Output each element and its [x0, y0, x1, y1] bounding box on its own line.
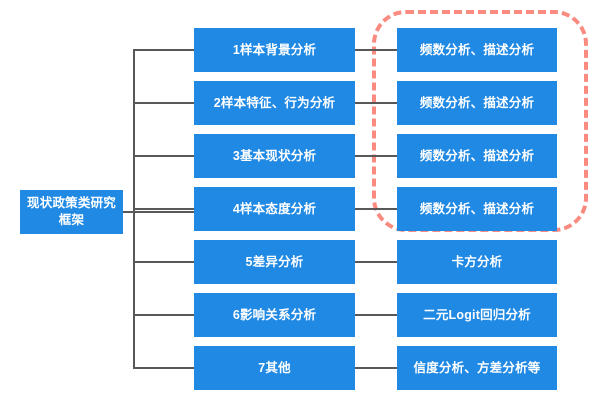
- branch-connector-6: [133, 314, 195, 316]
- method-node-2-label: 频数分析、描述分析: [419, 95, 535, 110]
- root-node[interactable]: 现状政策类研究框架: [20, 190, 123, 234]
- method-node-6[interactable]: 二元Logit回归分析: [397, 293, 557, 337]
- topic-node-2[interactable]: 2样本特征、行为分析: [194, 81, 355, 125]
- method-node-4[interactable]: 频数分析、描述分析: [397, 187, 557, 231]
- method-node-5[interactable]: 卡方分析: [397, 240, 557, 284]
- branch-connector-4: [133, 208, 195, 210]
- branch-connector-1: [133, 49, 195, 51]
- root-node-label: 现状政策类研究框架: [27, 196, 116, 227]
- branch-connector-7: [133, 367, 195, 369]
- branch-connector-3: [133, 155, 195, 157]
- method-connector-1: [355, 49, 398, 51]
- topic-node-4[interactable]: 4样本态度分析: [194, 187, 355, 231]
- method-node-3[interactable]: 频数分析、描述分析: [397, 134, 557, 178]
- method-node-1-label: 频数分析、描述分析: [419, 42, 535, 57]
- method-node-5-label: 卡方分析: [451, 254, 503, 269]
- topic-node-5-label: 5差异分析: [245, 254, 304, 269]
- topic-node-3-label: 3基本现状分析: [232, 148, 317, 163]
- topic-node-7[interactable]: 7其他: [194, 346, 355, 390]
- topic-node-4-label: 4样本态度分析: [232, 201, 317, 216]
- topic-node-5[interactable]: 5差异分析: [194, 240, 355, 284]
- method-node-2[interactable]: 频数分析、描述分析: [397, 81, 557, 125]
- method-node-7[interactable]: 信度分析、方差分析等: [397, 346, 557, 390]
- topic-node-1[interactable]: 1样本背景分析: [194, 28, 355, 72]
- method-node-1[interactable]: 频数分析、描述分析: [397, 28, 557, 72]
- topic-node-1-label: 1样本背景分析: [232, 42, 317, 57]
- method-connector-5: [355, 261, 398, 263]
- method-connector-4: [355, 208, 398, 210]
- method-node-3-label: 频数分析、描述分析: [419, 148, 535, 163]
- root-connector: [123, 211, 195, 213]
- topic-node-3[interactable]: 3基本现状分析: [194, 134, 355, 178]
- method-connector-6: [355, 314, 398, 316]
- method-connector-7: [355, 367, 398, 369]
- topic-node-2-label: 2样本特征、行为分析: [213, 95, 336, 110]
- branch-connector-5: [133, 261, 195, 263]
- method-node-4-label: 频数分析、描述分析: [419, 201, 535, 216]
- method-connector-3: [355, 155, 398, 157]
- method-node-6-label: 二元Logit回归分析: [423, 307, 531, 322]
- branch-connector-2: [133, 102, 195, 104]
- topic-node-6-label: 6影响关系分析: [232, 307, 317, 322]
- method-node-7-label: 信度分析、方差分析等: [413, 360, 541, 375]
- method-connector-2: [355, 102, 398, 104]
- topic-node-7-label: 7其他: [258, 360, 291, 375]
- topic-node-6[interactable]: 6影响关系分析: [194, 293, 355, 337]
